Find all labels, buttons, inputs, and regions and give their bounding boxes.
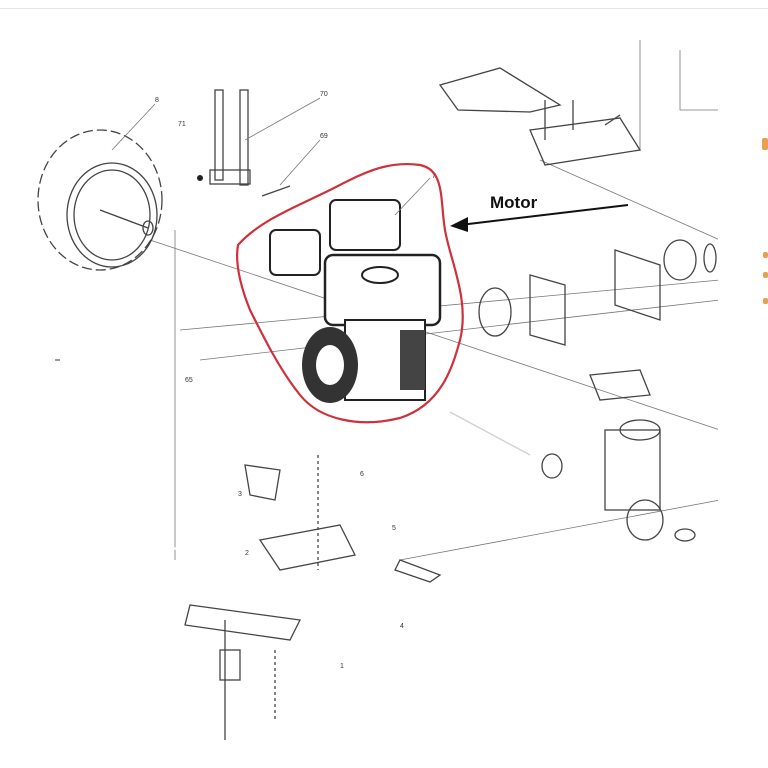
svg-text:1: 1 — [340, 663, 344, 670]
wheel-part — [37, 103, 163, 271]
motor-engine-part: 7 — [269, 173, 442, 403]
motor-callout-label: Motor — [490, 193, 538, 212]
svg-text:69: 69 — [320, 133, 328, 140]
svg-text:71: 71 — [178, 121, 186, 128]
svg-text:6: 6 — [360, 471, 364, 478]
svg-text:8: 8 — [155, 97, 159, 104]
motor-arrow — [450, 204, 629, 232]
part-number-motor: 7 — [432, 173, 436, 180]
svg-text:70: 70 — [320, 91, 328, 98]
svg-text:65: 65 — [185, 377, 193, 384]
motor-highlight-outline — [236, 162, 464, 424]
orange-fragment — [763, 252, 768, 258]
svg-text:4: 4 — [400, 623, 404, 630]
orange-fragment — [763, 272, 768, 278]
top-divider — [0, 8, 768, 9]
frame-parts — [43, 359, 442, 740]
orange-fragment — [763, 298, 768, 304]
top-plate-part — [438, 67, 642, 166]
right-margin — [718, 40, 768, 740]
part-number-labels: 8 71 70 69 65 1 2 3 4 5 6 — [155, 91, 404, 670]
svg-text:5: 5 — [392, 525, 396, 532]
orange-fragment — [762, 138, 768, 150]
assembly-guide-lines — [149, 40, 721, 561]
handle-bracket-part — [197, 89, 321, 197]
svg-text:2: 2 — [245, 550, 249, 557]
svg-text:3: 3 — [238, 491, 242, 498]
transmission-parts — [449, 239, 717, 542]
